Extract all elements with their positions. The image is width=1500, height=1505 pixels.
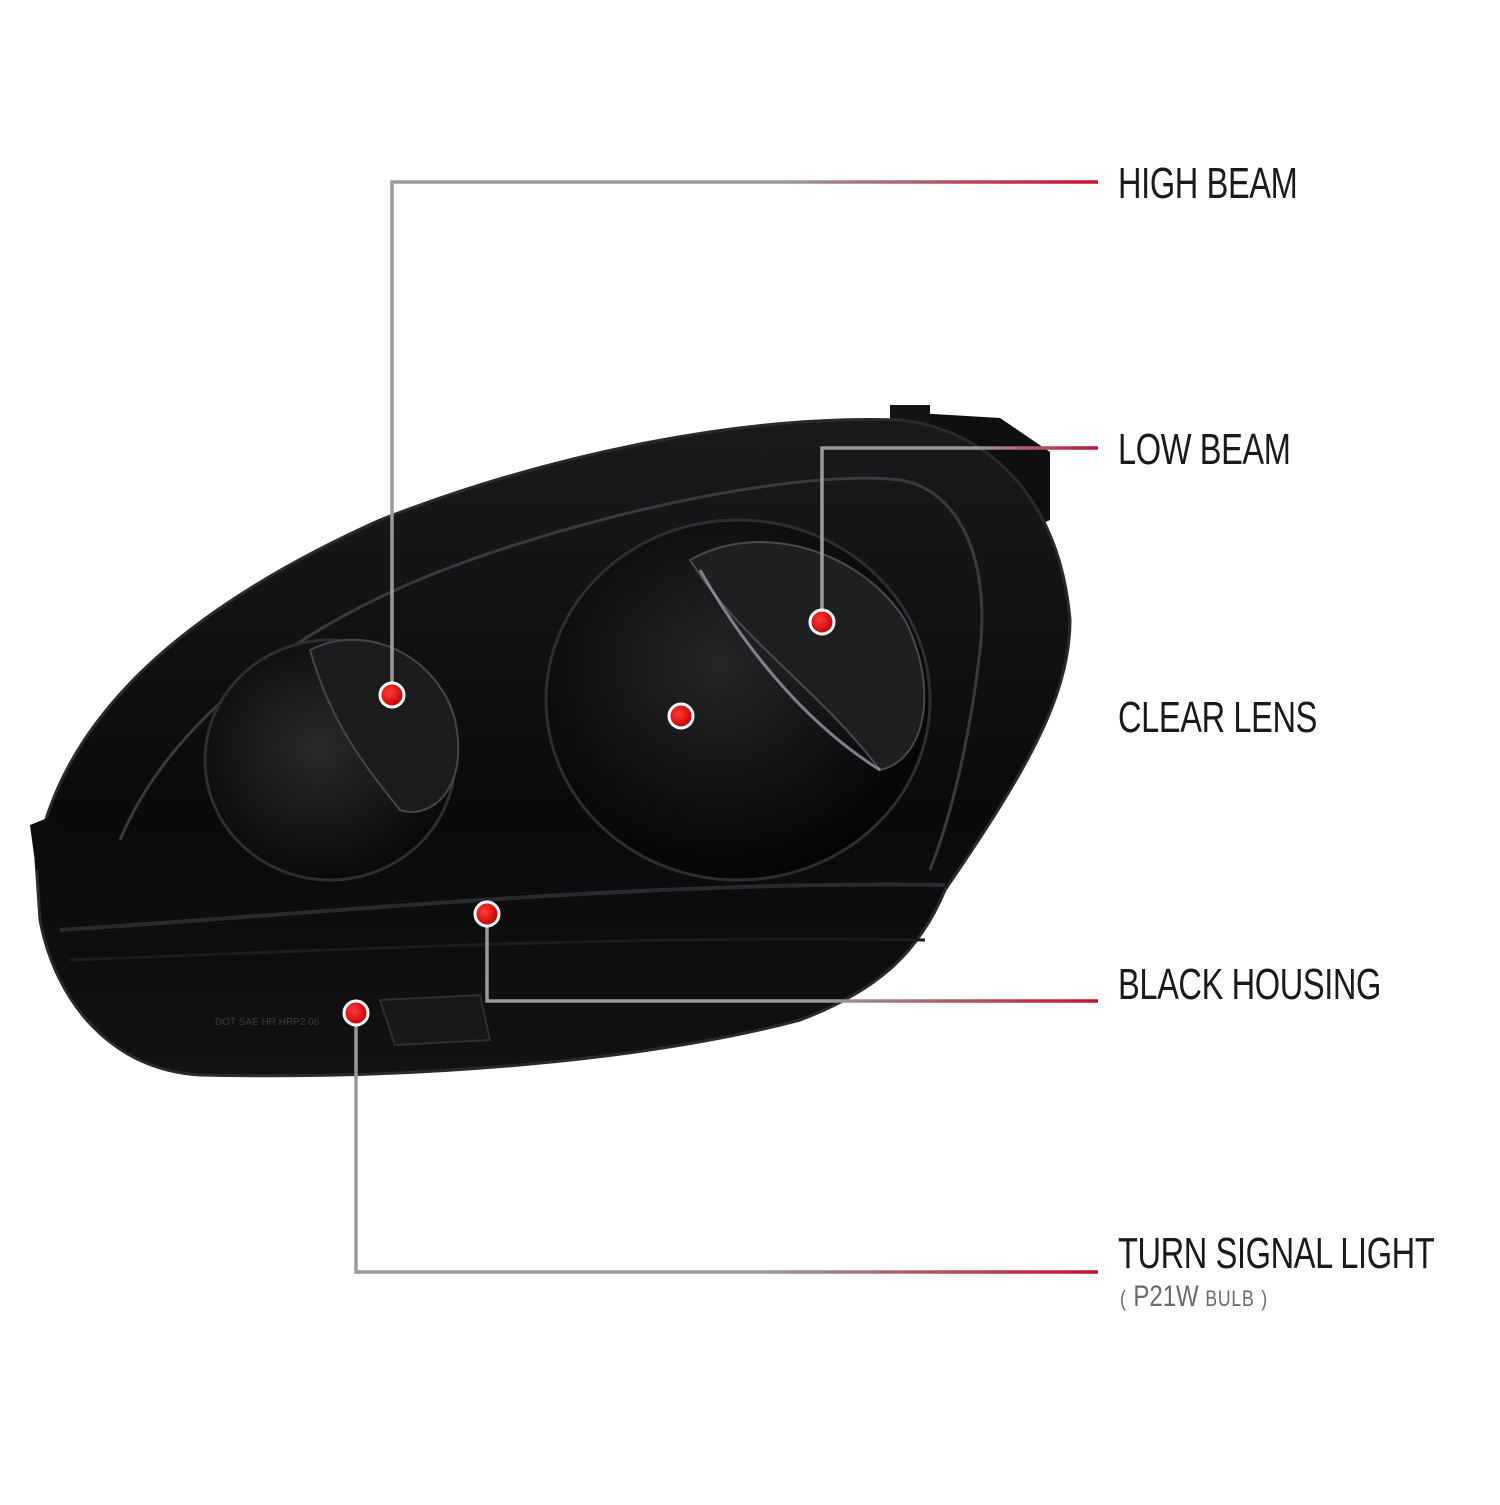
label-turn-signal-light: TURN SIGNAL LIGHT (1118, 1229, 1435, 1278)
marker-dot-low-beam (808, 608, 836, 636)
headlight-image: DOT SAE HR HRP2 06 (30, 405, 1072, 1078)
marker-dot-high-beam (378, 681, 406, 709)
bulb-word: BULB (1205, 1286, 1255, 1311)
high-beam-reflector (308, 638, 460, 813)
label-high-beam: HIGH BEAM (1118, 159, 1298, 208)
marker-dot-black-housing (473, 900, 501, 928)
side-clip (30, 815, 62, 870)
leader-low-beam (820, 446, 1098, 622)
reflector-chrome-edge (698, 569, 881, 772)
label-bulb-type: ( P21W BULB ) (1120, 1282, 1268, 1312)
leader-lines (354, 180, 1098, 1274)
leader-high-beam (390, 180, 1098, 695)
label-clear-lens: CLEAR LENS (1118, 693, 1317, 742)
marker-dot-clear-lens (667, 702, 695, 730)
leader-turn-signal (354, 1013, 1098, 1274)
bulb-code: P21W (1133, 1280, 1199, 1313)
turn-signal-lens (378, 993, 492, 1047)
lower-ridge (59, 882, 946, 932)
label-low-beam: LOW BEAM (1118, 425, 1291, 474)
leader-black-housing (485, 914, 1098, 1003)
bulb-close-paren: ) (1261, 1286, 1268, 1311)
label-black-housing: BLACK HOUSING (1118, 960, 1381, 1009)
marker-dots (342, 608, 836, 1027)
housing-marking: DOT SAE HR HRP2 06 (215, 1017, 320, 1028)
marker-dot-turn-signal (342, 999, 370, 1027)
bulb-open-paren: ( (1120, 1286, 1127, 1311)
